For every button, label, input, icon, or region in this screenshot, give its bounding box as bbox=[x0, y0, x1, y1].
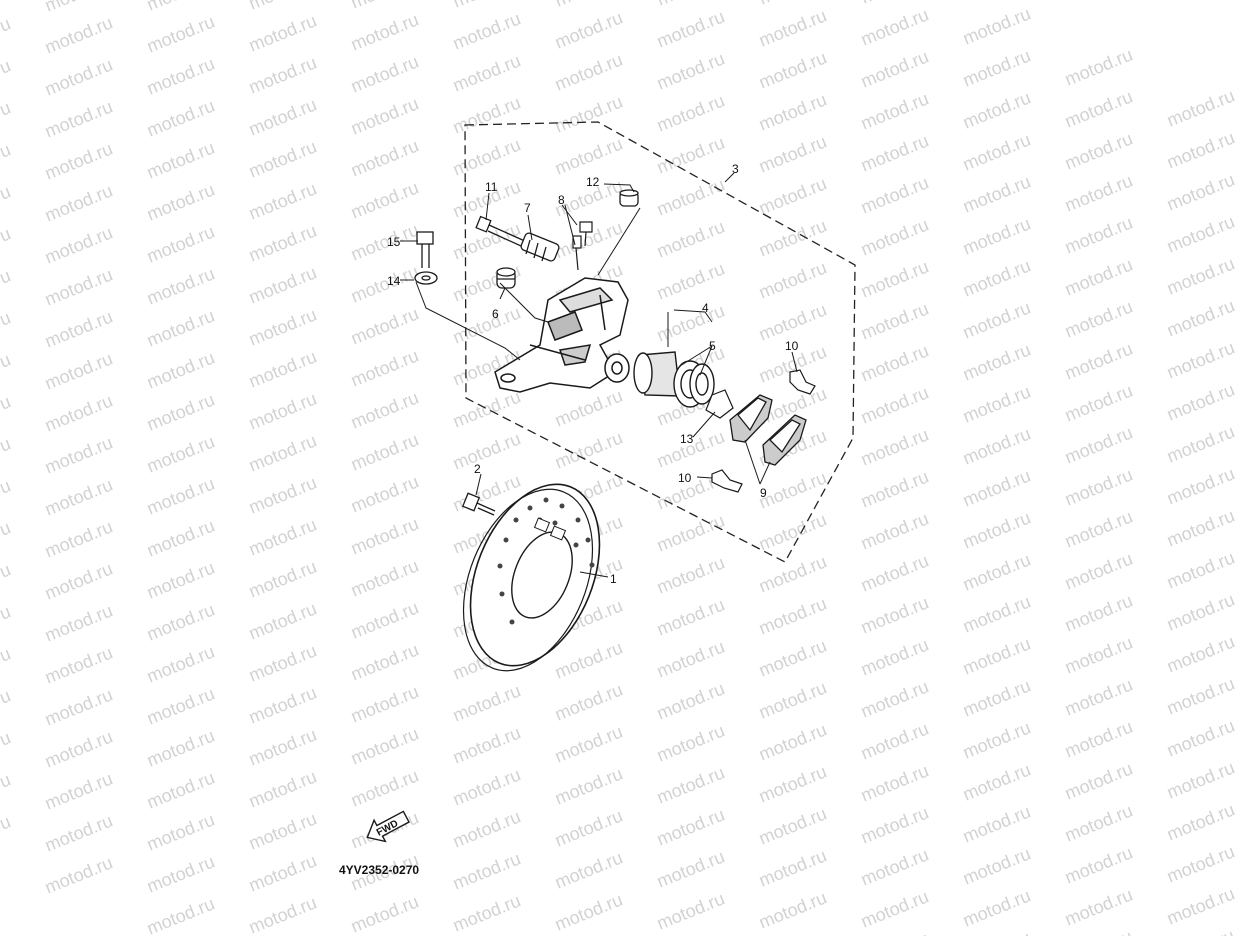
label-part-13: 13 bbox=[680, 432, 694, 446]
pad-shim bbox=[705, 389, 734, 419]
cap bbox=[619, 189, 639, 207]
label-part-2: 2 bbox=[474, 462, 481, 476]
fwd-arrow: FWD bbox=[366, 810, 410, 843]
pad-spring-upper bbox=[789, 369, 816, 395]
label-part-12: 12 bbox=[586, 175, 600, 189]
label-part-15: 15 bbox=[387, 235, 401, 249]
bleed-screw bbox=[572, 221, 593, 271]
leader-lines bbox=[400, 172, 798, 578]
disc-bolt bbox=[461, 492, 496, 516]
label-part-14: 14 bbox=[387, 274, 401, 288]
boot-6 bbox=[496, 267, 516, 289]
caliper-body bbox=[494, 277, 630, 393]
fwd-label: FWD bbox=[375, 818, 400, 838]
label-part-7: 7 bbox=[524, 201, 531, 215]
assembly-boundary bbox=[464, 121, 856, 563]
label-part-9: 9 bbox=[760, 486, 767, 500]
boot-7 bbox=[520, 232, 560, 262]
brake-pads bbox=[729, 394, 807, 466]
label-part-11: 11 bbox=[485, 180, 498, 194]
piston bbox=[633, 351, 715, 408]
label-part-3: 3 bbox=[732, 162, 739, 176]
pad-spring-lower bbox=[711, 469, 743, 493]
washer bbox=[414, 271, 438, 285]
label-part-6: 6 bbox=[492, 307, 499, 321]
brake-disc bbox=[462, 483, 601, 672]
label-part-10-lower: 10 bbox=[678, 471, 692, 485]
diagram-code: 4YV2352-0270 bbox=[339, 863, 420, 877]
label-part-10-upper: 10 bbox=[785, 339, 799, 353]
label-part-8: 8 bbox=[558, 193, 565, 207]
label-part-5: 5 bbox=[709, 339, 716, 353]
label-part-1: 1 bbox=[610, 572, 617, 586]
label-part-4: 4 bbox=[702, 301, 709, 315]
caliper-bolt bbox=[416, 231, 434, 268]
